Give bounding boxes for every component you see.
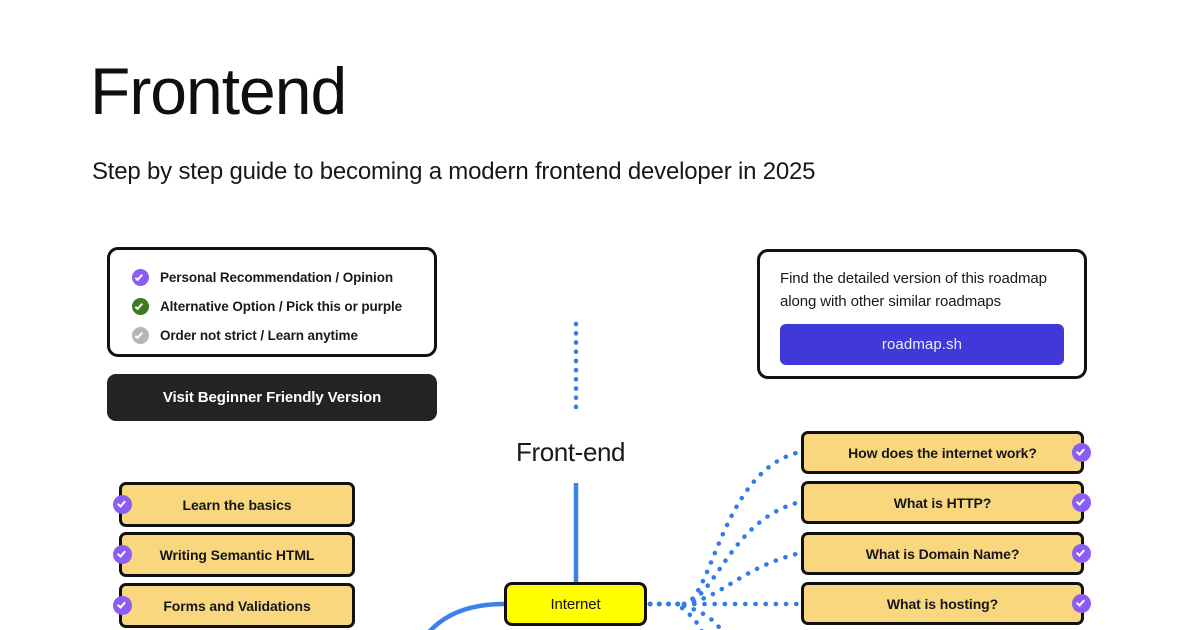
topic-label: What is HTTP? — [893, 494, 992, 511]
root-node-label: Front-end — [516, 437, 626, 467]
legend-item-label: Alternative Option / Pick this or purple — [160, 299, 403, 314]
topic-box-what-is-hosting[interactable]: What is hosting? — [801, 582, 1091, 625]
connector-to-what-is-http — [681, 499, 803, 607]
check-circle-icon — [112, 495, 132, 514]
topic-box-how-does-the-internet-work[interactable]: How does the internet work? — [801, 431, 1091, 474]
topic-label: How does the internet work? — [848, 444, 1037, 461]
check-circle-icon — [1071, 594, 1091, 613]
legend-card: Personal Recommendation / Opinion Altern… — [107, 247, 437, 357]
check-circle-icon — [112, 545, 132, 564]
topic-box-learn-the-basics[interactable]: Learn the basics — [112, 482, 355, 527]
connector-to-how-does-internet-work — [681, 449, 803, 607]
check-circle-icon — [132, 327, 149, 344]
check-circle-icon — [1071, 493, 1091, 512]
connector-fan-lower-2 — [679, 605, 704, 630]
legend-item-order-not-strict: Order not strict / Learn anytime — [132, 322, 434, 349]
check-circle-icon — [1071, 544, 1091, 563]
topic-box-forms-and-validations[interactable]: Forms and Validations — [112, 583, 355, 628]
connector-fan-lower-1 — [681, 603, 724, 630]
connector-to-what-is-domain-name — [681, 550, 803, 607]
legend-item-label: Order not strict / Learn anytime — [160, 328, 358, 343]
legend-item-personal-recommendation: Personal Recommendation / Opinion — [132, 264, 434, 291]
roadmap-sh-button[interactable]: roadmap.sh — [780, 324, 1064, 365]
page-title: Frontend — [90, 54, 347, 128]
topic-box-writing-semantic-html[interactable]: Writing Semantic HTML — [112, 532, 355, 577]
roadmap-info-card: Find the detailed version of this roadma… — [757, 249, 1087, 379]
topic-label: What is Domain Name? — [865, 545, 1020, 562]
topic-label: Learn the basics — [182, 496, 292, 513]
check-circle-icon — [112, 596, 132, 615]
topic-label: Forms and Validations — [163, 597, 311, 614]
topic-label: Writing Semantic HTML — [159, 546, 315, 563]
check-circle-icon — [1071, 443, 1091, 462]
roadmap-info-text: Find the detailed version of this roadma… — [780, 270, 1047, 310]
visit-beginner-friendly-version-button[interactable]: Visit Beginner Friendly Version — [107, 374, 437, 421]
page-subtitle: Step by step guide to becoming a modern … — [92, 158, 816, 185]
internet-inbound-curve — [427, 601, 507, 630]
check-circle-icon — [132, 269, 149, 286]
node-internet[interactable]: Internet — [504, 582, 647, 626]
topic-label: What is hosting? — [886, 595, 999, 612]
topic-box-what-is-domain-name[interactable]: What is Domain Name? — [801, 532, 1091, 575]
topic-box-what-is-http[interactable]: What is HTTP? — [801, 481, 1091, 524]
legend-item-label: Personal Recommendation / Opinion — [160, 270, 393, 285]
legend-item-alternative-option: Alternative Option / Pick this or purple — [132, 293, 434, 320]
check-circle-icon — [132, 298, 149, 315]
